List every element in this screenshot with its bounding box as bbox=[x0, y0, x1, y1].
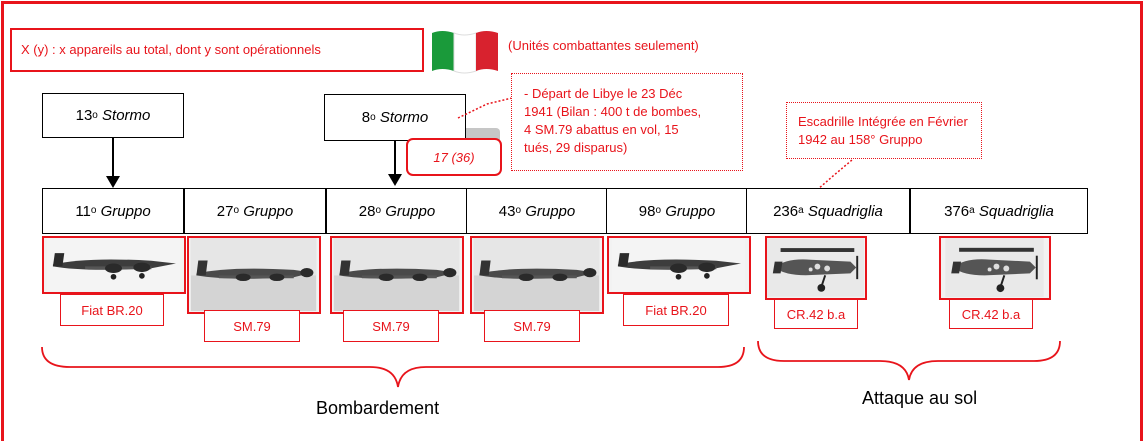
aircraft-photo-27 bbox=[187, 236, 321, 314]
unit-number: 236 bbox=[773, 202, 799, 220]
unit-number: 11 bbox=[75, 202, 91, 220]
stormo-13-num: 13 bbox=[75, 107, 93, 124]
callout-escadrille: Escadrille Intégrée en Février 1942 au 1… bbox=[786, 102, 982, 159]
unit-name: Gruppo bbox=[665, 202, 716, 220]
stormo-13-name: Stormo bbox=[102, 107, 151, 124]
unit-number: 376 bbox=[944, 202, 970, 220]
callout-depart-line-1: - Départ de Libye le 23 Déc bbox=[524, 86, 683, 101]
callout-escadrille-line-2: 1942 au 158° Gruppo bbox=[798, 132, 923, 147]
aircraft-label-236: CR.42 b.a bbox=[774, 299, 858, 329]
arrow-13-to-11 bbox=[106, 138, 120, 188]
aircraft-photo-43 bbox=[470, 236, 604, 314]
unit-name: Gruppo bbox=[525, 202, 576, 220]
group-label-bombardement: Bombardement bbox=[316, 398, 440, 418]
callout-escadrille-line-1: Escadrille Intégrée en Février bbox=[798, 114, 968, 129]
aircraft-label-376: CR.42 b.a bbox=[949, 299, 1033, 329]
callout-escadrille-pointer bbox=[816, 159, 853, 191]
unit-name: Squadriglia bbox=[978, 202, 1054, 220]
aircraft-photo-28 bbox=[330, 236, 464, 314]
unit-number: 98 bbox=[638, 202, 656, 220]
unit-name: Squadriglia bbox=[807, 202, 883, 220]
aircraft-label-28: SM.79 bbox=[343, 310, 439, 342]
arrow-8-to-28 bbox=[388, 141, 402, 186]
unit-name: Gruppo bbox=[243, 202, 294, 220]
callout-depart: - Départ de Libye le 23 Déc 1941 (Bilan … bbox=[511, 73, 743, 171]
unit-number: 43 bbox=[498, 202, 516, 220]
aircraft-label-98: Fiat BR.20 bbox=[623, 294, 729, 326]
aircraft-photo-98 bbox=[607, 236, 751, 294]
callout-depart-pointer bbox=[457, 97, 513, 119]
callout-depart-line-3: 4 SM.79 abattus en vol, 15 bbox=[524, 122, 679, 137]
callout-depart-line-4: tués, 29 disparus) bbox=[524, 140, 628, 155]
group-label-attaque: Attaque au sol bbox=[862, 388, 978, 408]
stormo-8-num: 8 bbox=[361, 109, 371, 126]
unit-name: Gruppo bbox=[100, 202, 151, 220]
unit-name: Gruppo bbox=[385, 202, 436, 220]
legend-box: X (y) : x appareils au total, dont y son… bbox=[10, 28, 424, 72]
callout-depart-line-2: 1941 (Bilan : 400 t de bombes, bbox=[524, 104, 702, 119]
units-note: (Unités combattantes seulement) bbox=[508, 38, 699, 53]
unit-number: 28 bbox=[358, 202, 376, 220]
aircraft-photo-376 bbox=[939, 236, 1051, 300]
brace-attaque bbox=[757, 340, 1061, 381]
aircraft-label-11: Fiat BR.20 bbox=[60, 294, 164, 326]
aircraft-photo-11 bbox=[42, 236, 186, 294]
stormo-8-name: Stormo bbox=[379, 109, 429, 126]
unit-number: 27 bbox=[216, 202, 234, 220]
italian-flag-icon bbox=[432, 31, 498, 74]
stormo-8-ratio: 17 (36) bbox=[406, 138, 502, 176]
aircraft-photo-236 bbox=[765, 236, 867, 300]
aircraft-label-27: SM.79 bbox=[204, 310, 300, 342]
aircraft-label-43: SM.79 bbox=[484, 310, 580, 342]
brace-bombardement bbox=[41, 346, 745, 388]
